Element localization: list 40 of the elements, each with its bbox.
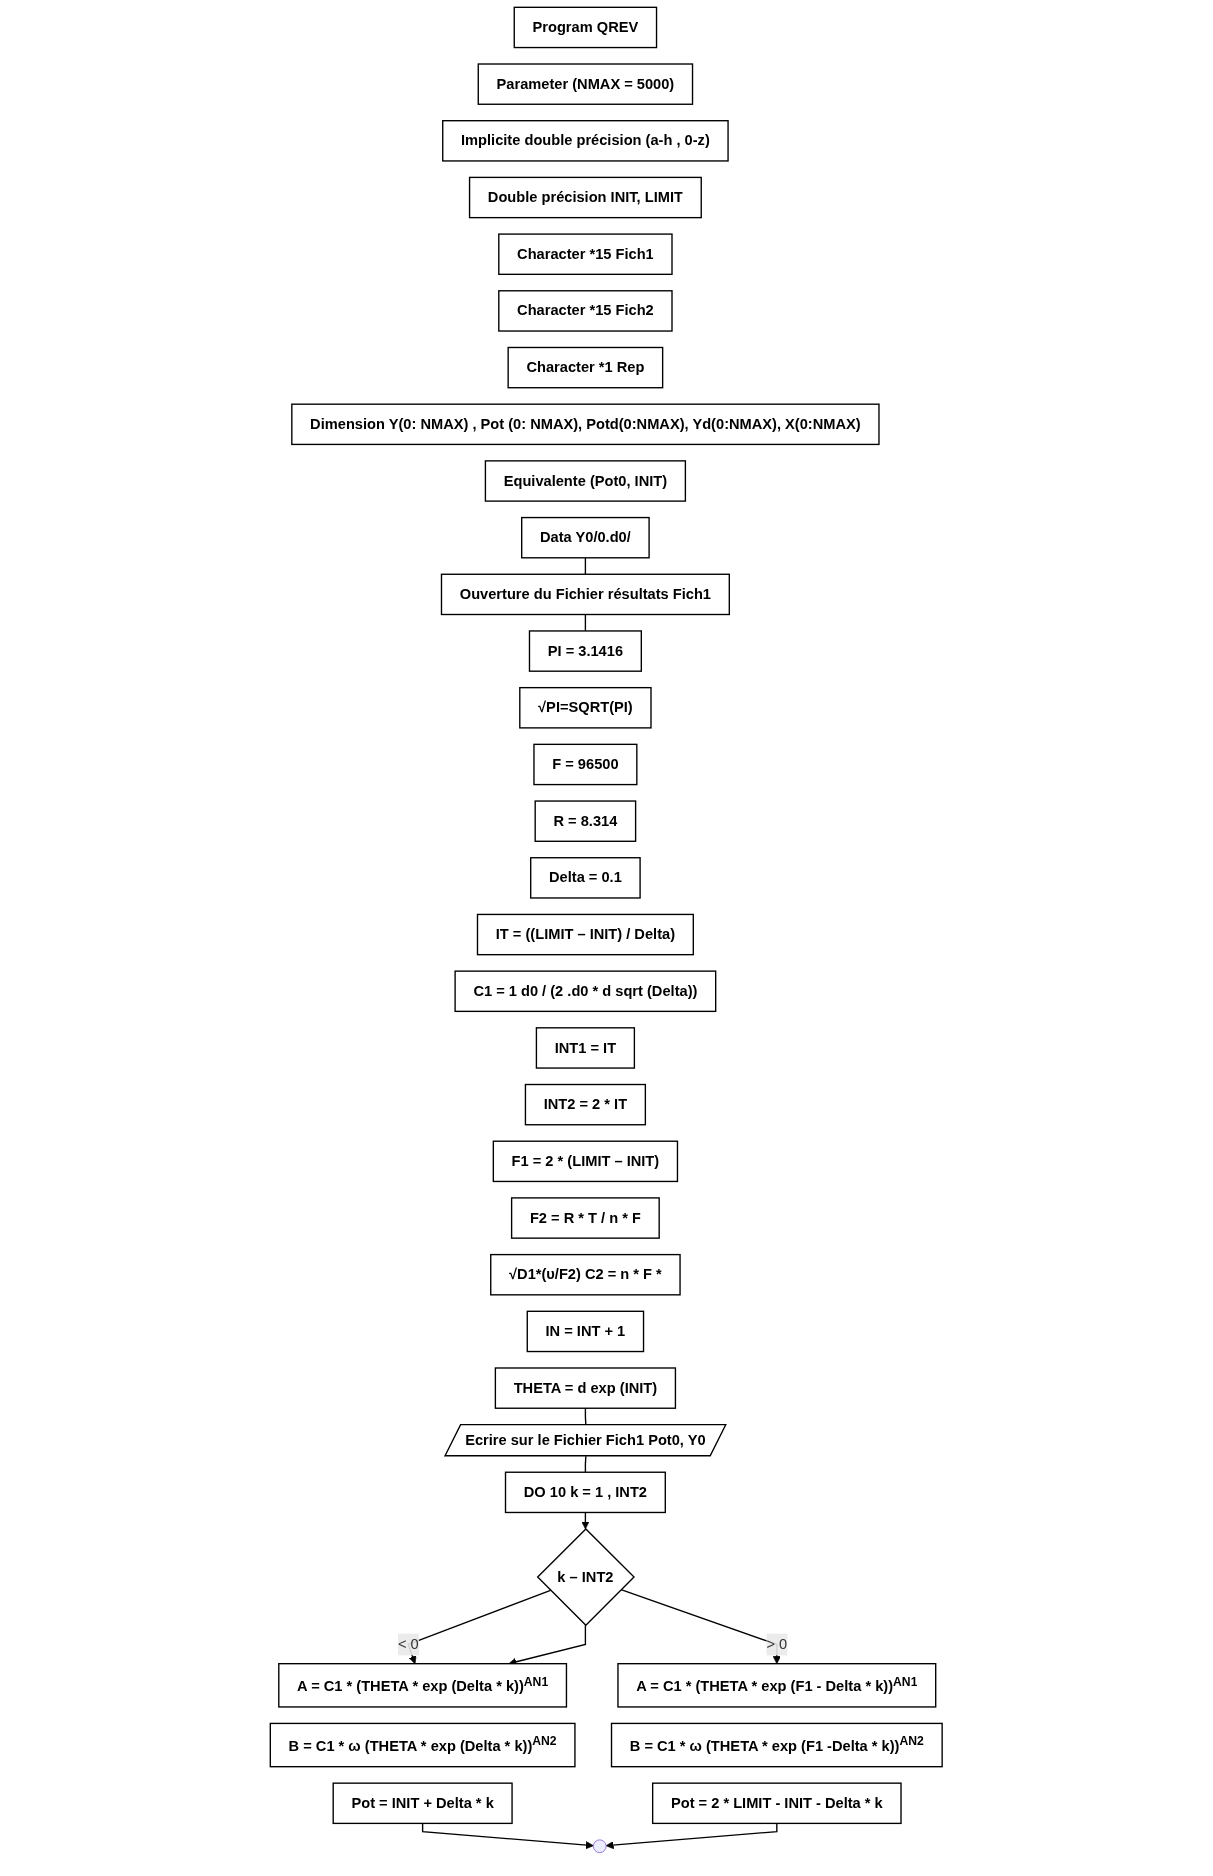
node-box: Delta = 0.1 — [530, 857, 642, 899]
node-box: A = C1 * (THETA * exp (Delta * k))$^{AN1}$ — [278, 1663, 568, 1708]
arrow — [407, 1589, 552, 1665]
node-box: F2 = R * T / n * F — [511, 1197, 661, 1239]
node-box: Data Y0/0.d0/ — [521, 516, 651, 559]
node-box: DO 10 k = 1 , INT2 — [505, 1471, 667, 1514]
node-box: Equivalente (Pot0, INIT) — [485, 460, 687, 502]
node-box: Pot = INIT + Delta * k — [332, 1782, 513, 1825]
node-box: Character *15 Fich2 — [498, 290, 673, 332]
node-diamond: k – INT2 — [537, 1527, 636, 1627]
node-box: A = C1 * (THETA * exp (F1 - Delta * k))$^{AN1}$ — [617, 1663, 937, 1708]
node-box: Pot = 2 * LIMIT - INIT - Delta * k — [652, 1782, 902, 1825]
node-box: Double précision INIT, LIMIT — [469, 176, 703, 219]
edge-label: < 0 — [398, 1636, 419, 1652]
node-box: Program QREV — [513, 6, 658, 49]
node-box: Character *1 Rep — [507, 346, 664, 389]
node-box: R = 8.314 — [534, 800, 637, 842]
arrow — [581, 1511, 590, 1530]
node-box: INT1 = IT — [536, 1027, 636, 1069]
node-box: B = C1 * ω (THETA * exp (F1 -Delta * k))$^{AN2}$ — [611, 1722, 944, 1768]
node-box: Parameter (NMAX = 5000) — [477, 63, 694, 105]
node-box: F = 96500 — [533, 743, 638, 786]
edge-label: > 0 — [766, 1636, 788, 1652]
node-box: IT = ((LIMIT – INIT) / Delta) — [477, 913, 695, 956]
node-box: Ouverture du Fichier résultats Fich1 — [441, 573, 731, 616]
node-box: IN = INT + 1 — [526, 1310, 645, 1353]
node-box: C1 = 1 d0 / (2 .d0 * d sqrt (Delta)) — [454, 970, 717, 1013]
node-box: F1 = 2 * (LIMIT – INIT) — [492, 1140, 679, 1183]
node-box: THETA = d exp (INIT) — [494, 1367, 677, 1409]
node-box: Character *15 Fich1 — [498, 233, 673, 275]
node-box: √PI=SQRT(PI) — [519, 686, 652, 729]
arrow — [422, 1822, 594, 1850]
node-box: B = C1 * ω (THETA * exp (Delta * k))$^{AN2}$ — [269, 1722, 576, 1768]
node-box: √D1*(υ/F2) C2 = n * F * — [490, 1253, 681, 1296]
node-box: Implicite double précision (a-h , 0-z) — [442, 120, 729, 162]
arrow — [620, 1588, 782, 1665]
node-box: INT2 = 2 * IT — [525, 1083, 647, 1126]
node-box: PI = 3.1416 — [529, 630, 643, 672]
arrow — [606, 1822, 778, 1850]
node-box: Dimension Y(0: NMAX) , Pot (0: NMAX), Potd(0:NMAX), Yd(0:NMAX), X(0:NMAX) — [291, 403, 880, 446]
